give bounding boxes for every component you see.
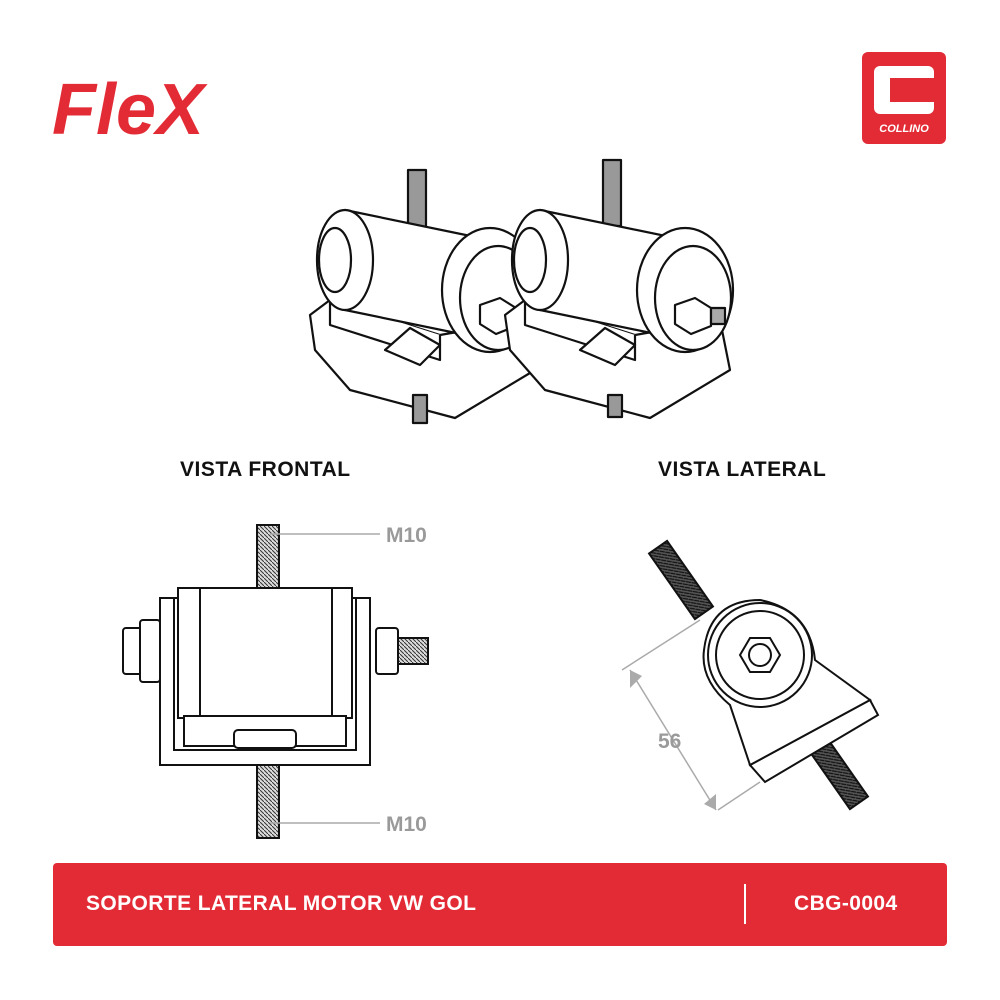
flex-logo-graphic: FleX [52,70,208,150]
thread-label-bottom: M10 [386,813,427,836]
side-view-title: VISTA LATERAL [658,458,827,481]
mount-body [177,587,353,719]
collino-logo-c-cutout [890,78,934,102]
front-view-svg: M10 M10 [122,524,429,839]
product-name: SOPORTE LATERAL MOTOR VW GOL [86,892,477,915]
bottom-stud [256,759,280,839]
right-stud [397,637,429,665]
flex-logo-text: FleX [52,70,208,148]
collino-logo-icon: COLLINO [862,52,946,144]
product-code: CBG-0004 [794,892,898,915]
mount-right [503,158,735,420]
front-view-title: VISTA FRONTAL [180,458,351,481]
front-view-drawing: M10 M10 [100,510,460,850]
top-stud [256,524,280,596]
right-nut [375,627,399,675]
dimension-line [629,669,717,811]
footer-bar [53,863,947,946]
center-nut [233,729,297,749]
engine-mount-isometric-illustration [290,150,750,440]
side-view-svg: 56 [621,539,880,811]
collino-logo-graphic: COLLINO [862,52,946,144]
side-view-drawing: 56 [600,520,900,840]
mount-left [308,168,540,425]
side-stud-top [647,539,715,621]
collino-logo-text: COLLINO [879,123,929,135]
engine-mount-icon [308,158,735,425]
thread-label-top: M10 [386,524,427,547]
footer-separator [744,884,746,924]
height-dimension-label: 56 [658,730,681,753]
dim-arrow-top [630,670,642,688]
dim-arrow-bottom [704,794,716,810]
flex-logo-icon: FleX [52,48,272,150]
